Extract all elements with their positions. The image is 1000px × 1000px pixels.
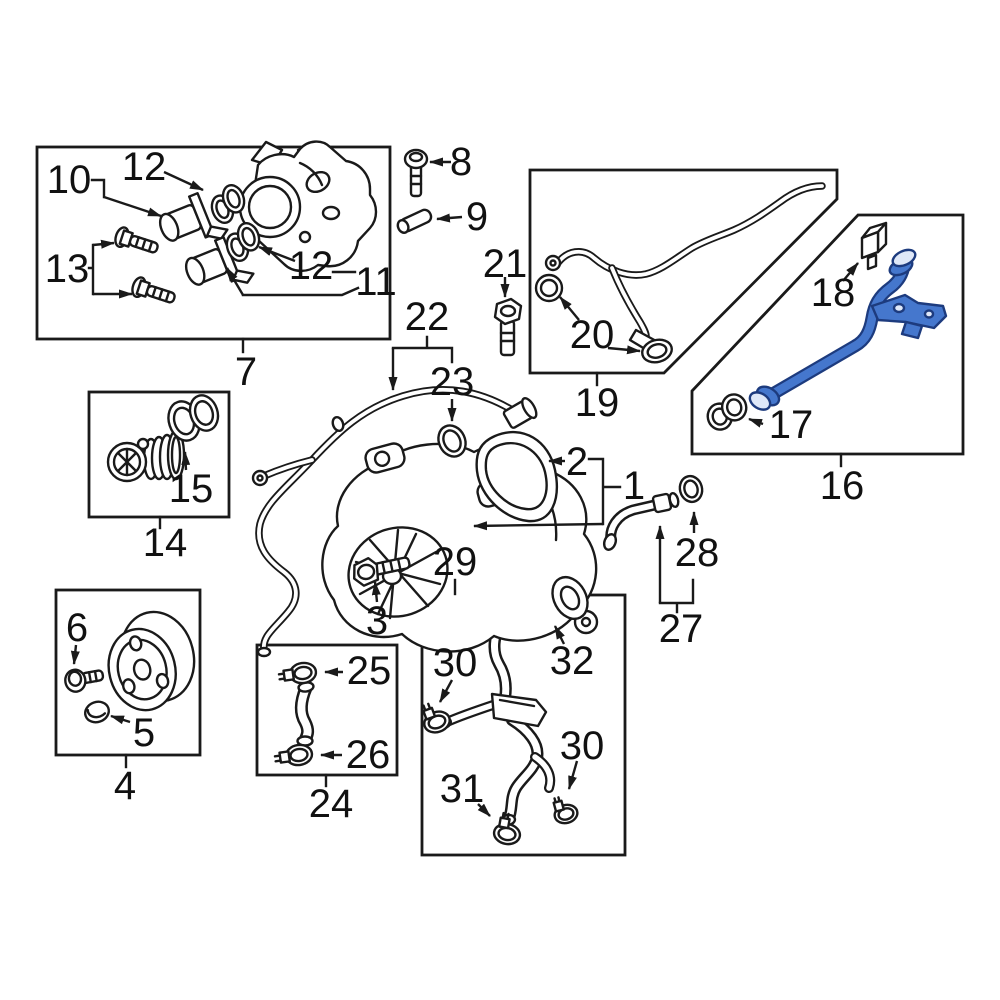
callout-10: 10 <box>46 158 92 202</box>
part-coolant-outlet-housing <box>238 140 378 273</box>
leader-20-arrow-2 <box>607 345 641 355</box>
callout-25: 25 <box>346 649 392 693</box>
leader-11-bracket <box>241 286 360 297</box>
leader-1-arrow <box>473 521 604 531</box>
leader-30-right-arrow <box>567 760 579 790</box>
callout-5: 5 <box>132 711 156 755</box>
part-oring-28 <box>678 474 704 504</box>
part-seal-17 <box>706 393 748 431</box>
callout-29: 29 <box>432 540 478 584</box>
leader-31-arrow <box>477 803 491 817</box>
part-gasket-2 <box>475 430 558 523</box>
leader-30-left-arrow <box>438 679 454 703</box>
callout-31: 31 <box>439 767 485 811</box>
part-bolt-13-lower <box>131 276 176 304</box>
callout-15: 15 <box>168 467 214 511</box>
callout-19: 19 <box>574 381 620 425</box>
part-coolant-pipe-16-highlighted <box>748 248 948 411</box>
leader-3-arrow <box>371 581 381 603</box>
callout-20: 20 <box>569 313 615 357</box>
part-hose-assembly-29 <box>436 604 556 827</box>
callout-2: 2 <box>565 440 589 484</box>
leader-lines <box>70 157 859 817</box>
callout-14: 14 <box>142 521 188 565</box>
leader-10-arrow <box>103 195 162 218</box>
leader-18-arrow <box>842 262 859 282</box>
callout-12-upper: 12 <box>121 145 167 189</box>
callout-1: 1 <box>622 464 646 508</box>
callout-30-left: 30 <box>432 641 478 685</box>
part-dowel-9 <box>396 208 433 234</box>
part-oring-20-left <box>534 273 564 303</box>
part-bolt-8 <box>403 148 429 198</box>
leader-32-arrow <box>553 625 566 645</box>
part-clamp-30-left <box>422 702 451 734</box>
part-connector-11 <box>184 236 255 286</box>
part-bolt-3 <box>353 556 411 587</box>
leader-27-bracket <box>658 578 695 614</box>
leader-20-arrow-1 <box>559 296 580 321</box>
callout-16: 16 <box>819 464 865 508</box>
leader-9-arrow <box>436 213 463 223</box>
part-cap-5 <box>84 700 110 724</box>
leader-12-upper-arrow <box>163 170 204 192</box>
callout-3: 3 <box>365 599 389 643</box>
leader-1-bracket <box>587 457 622 526</box>
part-bolt-13-upper <box>114 226 159 254</box>
callout-13: 13 <box>44 247 90 291</box>
part-bolt-6 <box>64 668 105 693</box>
part-connector-10 <box>158 192 229 242</box>
callout-21: 21 <box>482 242 528 286</box>
part-oring-20-right <box>641 338 673 364</box>
callout-17: 17 <box>768 403 814 447</box>
part-clip-18 <box>860 221 888 271</box>
callout-6: 6 <box>65 606 89 650</box>
part-clamp-25 <box>277 661 318 685</box>
part-clamp-31 <box>492 811 522 846</box>
callout-27: 27 <box>658 607 704 651</box>
callout-32: 32 <box>549 639 595 683</box>
callout-30-right: 30 <box>559 724 605 768</box>
callout-26: 26 <box>345 733 391 777</box>
leader-13-bracket <box>87 243 95 296</box>
callout-22: 22 <box>404 295 450 339</box>
callout-23: 23 <box>429 360 475 404</box>
part-water-pump-pulley <box>107 610 196 712</box>
part-seal-12-upper <box>210 183 246 225</box>
part-hose-24 <box>294 681 315 747</box>
leader-5-arrow <box>110 714 131 725</box>
leader-22-bracket <box>391 335 454 364</box>
leader-10-bracket <box>90 178 106 199</box>
part-elbow-pipe-27 <box>602 491 680 551</box>
leader-6-arrow <box>70 644 80 665</box>
part-clamp-26 <box>273 743 314 767</box>
callout-24: 24 <box>308 782 354 826</box>
callout-18: 18 <box>810 271 856 315</box>
leader-15-arrow <box>181 451 191 471</box>
leader-11-arrow <box>225 267 245 296</box>
callout-12-lower: 12 <box>288 244 334 288</box>
part-clamp-30-right <box>552 796 579 825</box>
callout-28: 28 <box>674 531 720 575</box>
part-bolt-21 <box>493 297 523 357</box>
part-oring-23 <box>437 424 467 458</box>
callout-4: 4 <box>113 764 137 808</box>
part-seal-12-lower <box>225 221 261 263</box>
part-thermostat-seal-15 <box>167 394 220 442</box>
part-coolant-tube-19 <box>544 182 826 354</box>
callout-9: 9 <box>465 195 489 239</box>
callout-8: 8 <box>449 140 473 184</box>
leader-12-lower-arrow <box>258 245 296 263</box>
callout-11: 11 <box>355 260 397 304</box>
leader-13-arrow-1 <box>92 239 115 249</box>
leader-17-arrow <box>748 417 764 428</box>
box-19 <box>528 168 839 375</box>
callout-7: 7 <box>234 350 258 394</box>
